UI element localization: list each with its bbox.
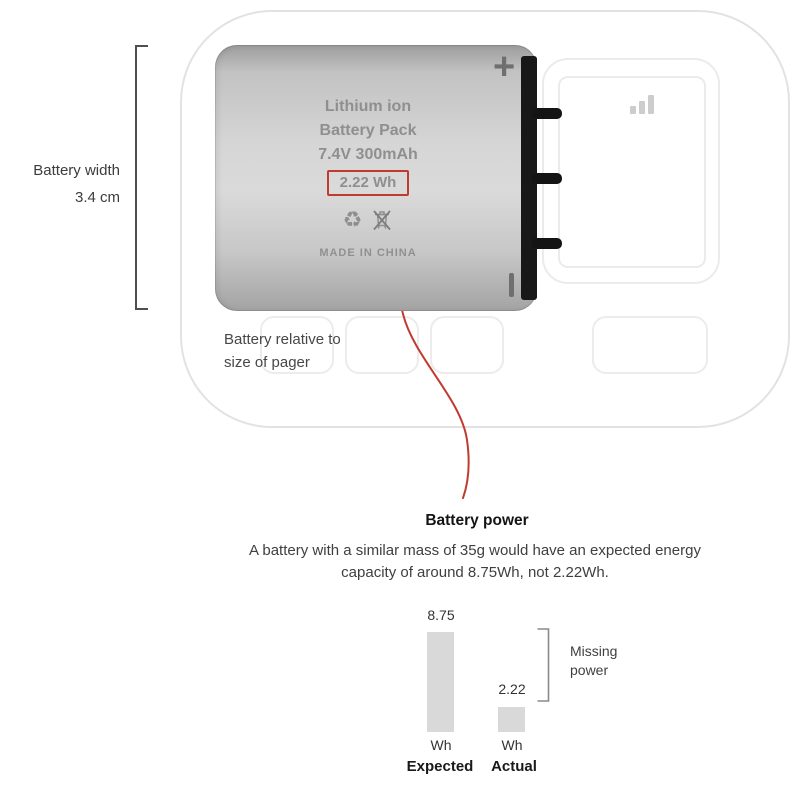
missing-power-label: Missing power bbox=[570, 643, 618, 678]
bar-category-actual: Actual bbox=[491, 758, 537, 775]
bar-value-expected: 8.75 bbox=[427, 607, 455, 623]
battery-label-line3: 7.4V 300mAh bbox=[318, 146, 418, 163]
highlighted-energy-value: 2.22 Wh bbox=[326, 170, 410, 196]
width-label: Battery width bbox=[33, 162, 120, 179]
battery-icons-row: ♻ bbox=[215, 207, 521, 233]
bar-expected bbox=[427, 632, 454, 732]
callout-body-line2: capacity of around 8.75Wh, not 2.22Wh. bbox=[341, 564, 609, 581]
battery-label-line1: Lithium ion bbox=[324, 98, 412, 115]
bar-category-expected: Expected bbox=[406, 758, 474, 775]
pager-outline bbox=[180, 10, 790, 428]
pager-button bbox=[430, 316, 504, 374]
pager-button bbox=[260, 316, 334, 374]
width-measurement-bracket bbox=[135, 45, 148, 310]
crossed-bin-icon bbox=[373, 209, 392, 230]
width-value: 3.4 cm bbox=[74, 189, 120, 206]
pager-screen-bezel bbox=[542, 58, 720, 284]
pager-screen bbox=[558, 76, 706, 268]
bar-actual bbox=[498, 707, 525, 732]
callout-body: A battery with a similar mass of 35g wou… bbox=[175, 540, 775, 584]
battery-origin-text: MADE IN CHINA bbox=[319, 247, 417, 259]
plus-terminal-mark: + bbox=[493, 46, 516, 88]
callout-body-line1: A battery with a similar mass of 35g wou… bbox=[249, 542, 701, 559]
minus-terminal-mark bbox=[509, 273, 514, 297]
signal-bars-icon bbox=[630, 94, 654, 114]
battery-pin bbox=[532, 238, 562, 249]
missing-power-bracket bbox=[537, 628, 550, 702]
callout-title: Battery power bbox=[425, 512, 529, 529]
battery-pack: + Lithium ion Battery Pack 7.4V 300mAh 2… bbox=[215, 45, 562, 311]
size-note-line1: Battery relative to bbox=[224, 331, 341, 348]
recycle-icon: ♻ bbox=[342, 207, 363, 232]
size-note-line2: size of pager bbox=[224, 354, 310, 371]
bar-unit-actual: Wh bbox=[501, 737, 523, 753]
battery-pin bbox=[532, 108, 562, 119]
bar-unit-expected: Wh bbox=[430, 737, 452, 753]
battery-label-line2: Battery Pack bbox=[319, 122, 417, 139]
bar-value-actual: 2.22 bbox=[498, 681, 526, 697]
width-measurement-label: Battery width 3.4 cm bbox=[20, 162, 120, 206]
battery-label: Lithium ion Battery Pack 7.4V 300mAh 2.2… bbox=[215, 95, 521, 259]
pager-button bbox=[592, 316, 708, 374]
pager-button bbox=[345, 316, 419, 374]
size-note: Battery relative to size of pager bbox=[224, 328, 374, 374]
battery-pin bbox=[532, 173, 562, 184]
